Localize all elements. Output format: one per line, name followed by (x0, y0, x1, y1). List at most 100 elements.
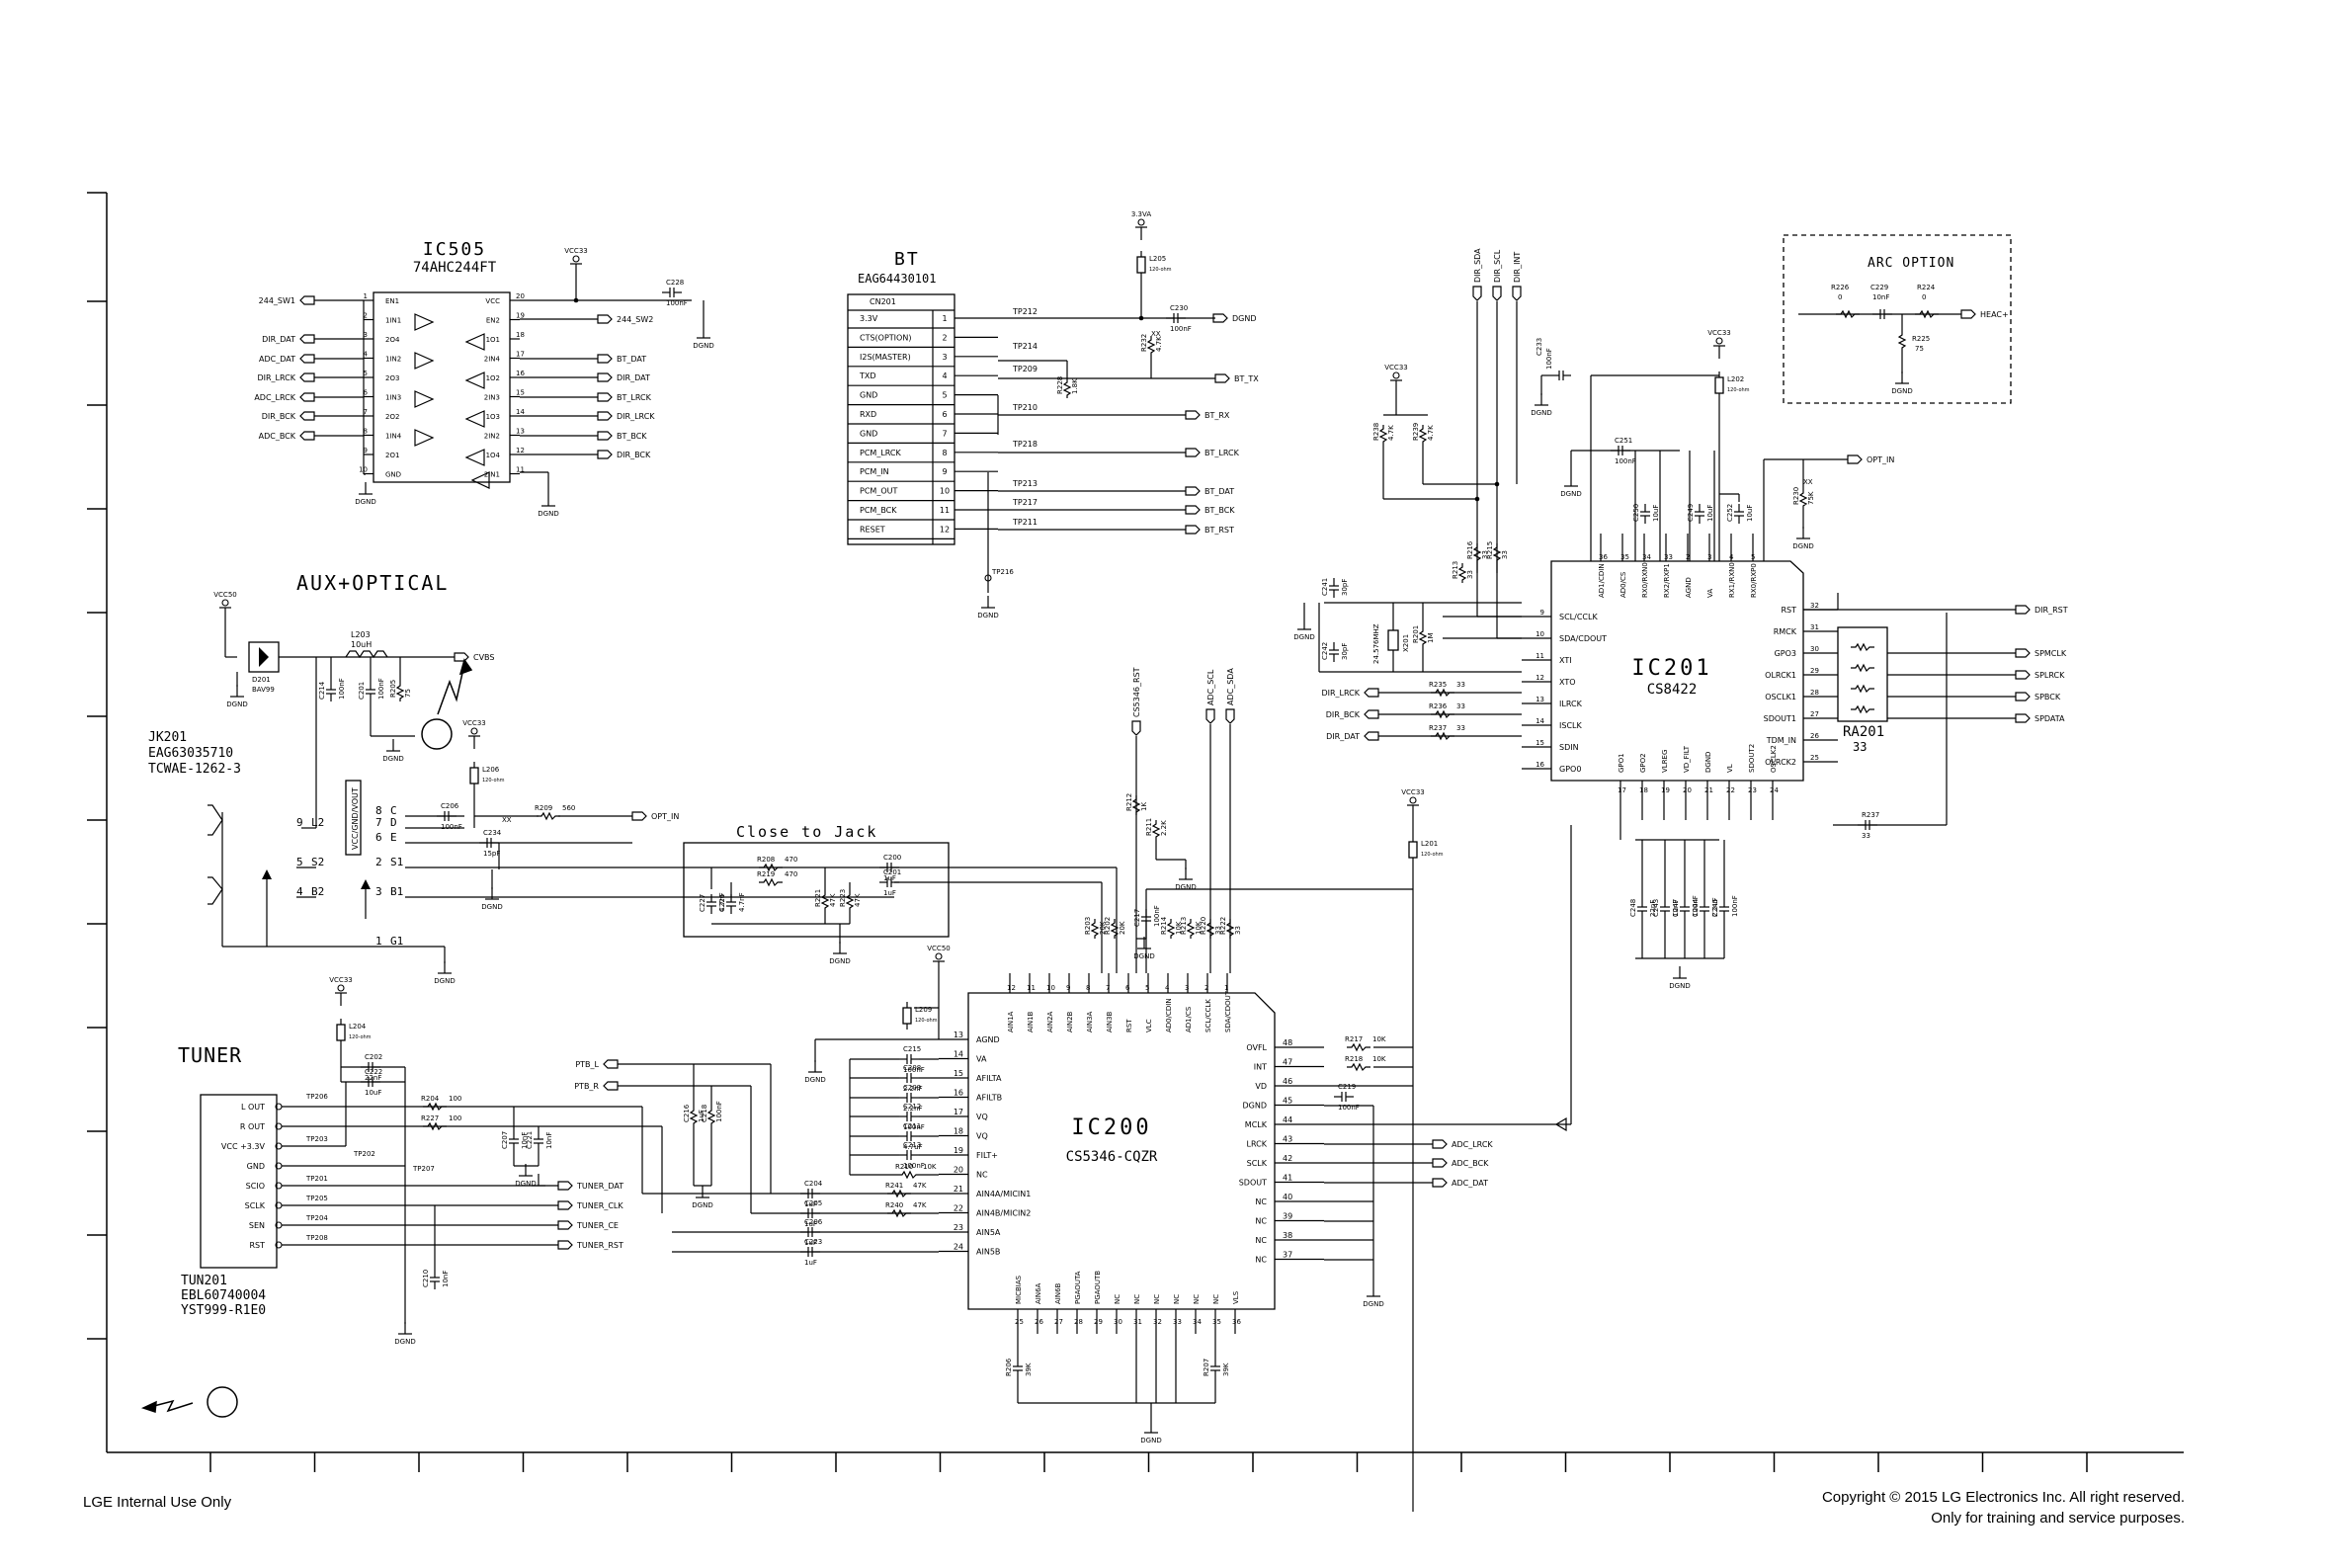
resistor-ref: R227 (421, 1114, 439, 1122)
tuner-tp: TP205 (305, 1195, 328, 1202)
ic505-pin-name: 2IN1 (484, 471, 500, 479)
capacitor-value: 1uF (804, 1259, 817, 1267)
ic201-pin-name: AD1/CDIN (1598, 563, 1606, 598)
arc-value: 0 (1838, 293, 1842, 301)
resistor-ref: R204 (421, 1095, 440, 1103)
test-point-label: TP216 (991, 568, 1014, 576)
capacitor-value: 2.2nF (903, 1085, 923, 1093)
port-dir_lrck (597, 411, 613, 421)
ic201-pin-num: 34 (1642, 553, 1651, 561)
tuner-tp: TP202 (353, 1150, 375, 1158)
ic200-pin-num: 10 (1046, 984, 1055, 992)
resistor-value: 10K (1372, 1055, 1386, 1063)
capacitor-value: 10uF (1746, 505, 1754, 522)
ic200-pin-num: 29 (1094, 1318, 1103, 1326)
ic505-pin-num: 19 (516, 312, 525, 320)
tuner-tp: TP204 (305, 1214, 328, 1222)
ic200-title: IC200 (1071, 1115, 1151, 1140)
capacitor-value: 1uF (883, 889, 896, 897)
ic201-pin-num: 20 (1683, 786, 1692, 794)
aux-pin-num: 4 (296, 885, 303, 898)
capacitor-value: 100nF (903, 1123, 925, 1131)
ferrite-bead (336, 1024, 346, 1041)
aux-pin-num: 2 (375, 856, 382, 868)
ic201-pin-name: OSCLK2 (1770, 745, 1778, 773)
ic200-pin-name: NC (1255, 1197, 1267, 1206)
diode-ref: D201 (252, 676, 271, 684)
ic200-pin-num: 34 (1193, 1318, 1202, 1326)
aux-photo-symbol (421, 658, 473, 750)
inductor-ref: L203 (351, 630, 371, 639)
resistor-ref: R218 (1345, 1055, 1363, 1063)
ic200-pin-name: PGAOUTB (1094, 1271, 1102, 1304)
ic505-pin-num: 18 (516, 331, 525, 339)
ic200-pin-num: 21 (954, 1185, 963, 1194)
buffer (464, 449, 485, 466)
wire (1492, 543, 1502, 563)
resistor-value: 20K (1119, 921, 1126, 935)
port-shape (2015, 670, 2031, 680)
bt-pin-name: GND (860, 429, 877, 438)
port-splrck (2015, 670, 2031, 680)
port-label: OPT_IN (1867, 455, 1894, 464)
port-label: ADC_LRCK (254, 393, 295, 402)
capacitor-ref: C223 (804, 1238, 822, 1246)
bt-tp: TP213 (1012, 479, 1038, 488)
bt-pin-num: 3 (942, 353, 947, 362)
aux-pin-name: G1 (390, 935, 403, 948)
ic200-pin-name: VQ (976, 1113, 988, 1121)
capacitor-value: 30pF (1341, 643, 1349, 660)
supply-label: 3.3VA (1131, 210, 1151, 218)
port-dir_bck (1364, 709, 1379, 719)
ic200-pin-name: NC (1133, 1294, 1141, 1304)
capacitor-ref: C209 (903, 1084, 921, 1092)
buffer (464, 410, 485, 428)
aux-pin-num: 9 (296, 816, 303, 829)
port-label: DIR_SDA (1473, 248, 1482, 283)
port-dgnd (1212, 313, 1228, 323)
port-bt_dat (1185, 486, 1201, 496)
capacitor-ref: C213 (903, 1141, 921, 1149)
ic200-pin-num: 15 (954, 1069, 963, 1078)
aux-pin-name: B2 (311, 885, 324, 898)
test-point (275, 1142, 283, 1150)
border-ticks (87, 192, 2088, 1472)
ic200-pin-name: VQ (976, 1132, 988, 1141)
ferrite-value: 120-ohm (915, 1018, 938, 1024)
ic200-pin-name: MICBIAS (1015, 1275, 1023, 1304)
port-shape (1432, 1178, 1448, 1188)
wire (1166, 919, 1176, 939)
port-bt_dat (597, 354, 613, 364)
capacitor-ref: C211 (903, 1122, 921, 1130)
ic201-pin-num: 22 (1726, 786, 1735, 794)
bt-pin-num: 12 (940, 525, 950, 534)
port-shape (299, 295, 315, 305)
resistor-ref: R239 (1412, 423, 1420, 441)
port-shape (1185, 525, 1201, 535)
test-point (275, 1182, 283, 1190)
ic201-pin-name: ILRCK (1559, 700, 1583, 708)
capacitor-ref: C200 (883, 854, 901, 862)
ic200-pin-name: NC (1255, 1256, 1267, 1265)
port-label: BT_LRCK (1204, 449, 1240, 457)
port-spmclk (2015, 648, 2031, 658)
ic201-pin-num: 4 (1729, 553, 1734, 561)
bt-pin-num: 1 (942, 314, 947, 323)
capacitor-value: 22nF (365, 1074, 381, 1082)
port-cs5346_rst (1131, 720, 1141, 736)
bt-pin-name: PCM_OUT (860, 487, 897, 496)
port-label: BT_RX (1204, 411, 1230, 420)
port-bt_rx (1185, 410, 1201, 420)
port-label: TUNER_CE (576, 1221, 619, 1230)
port-label: DIR_BCK (617, 451, 651, 459)
test-point (984, 574, 992, 582)
resistor-value: 33 (1501, 550, 1509, 559)
bt-pin-name: RXD (860, 410, 876, 419)
resistor-ref: R213 (1180, 917, 1188, 935)
wire (759, 863, 783, 872)
resistor-ref: R201 (1412, 625, 1420, 643)
bt-conn-ref: CN201 (870, 297, 896, 306)
resistor-value: 20K (1099, 921, 1107, 935)
ferrite-value: 120-ohm (482, 778, 505, 784)
ic200-pin-name: RST (1125, 1019, 1133, 1032)
